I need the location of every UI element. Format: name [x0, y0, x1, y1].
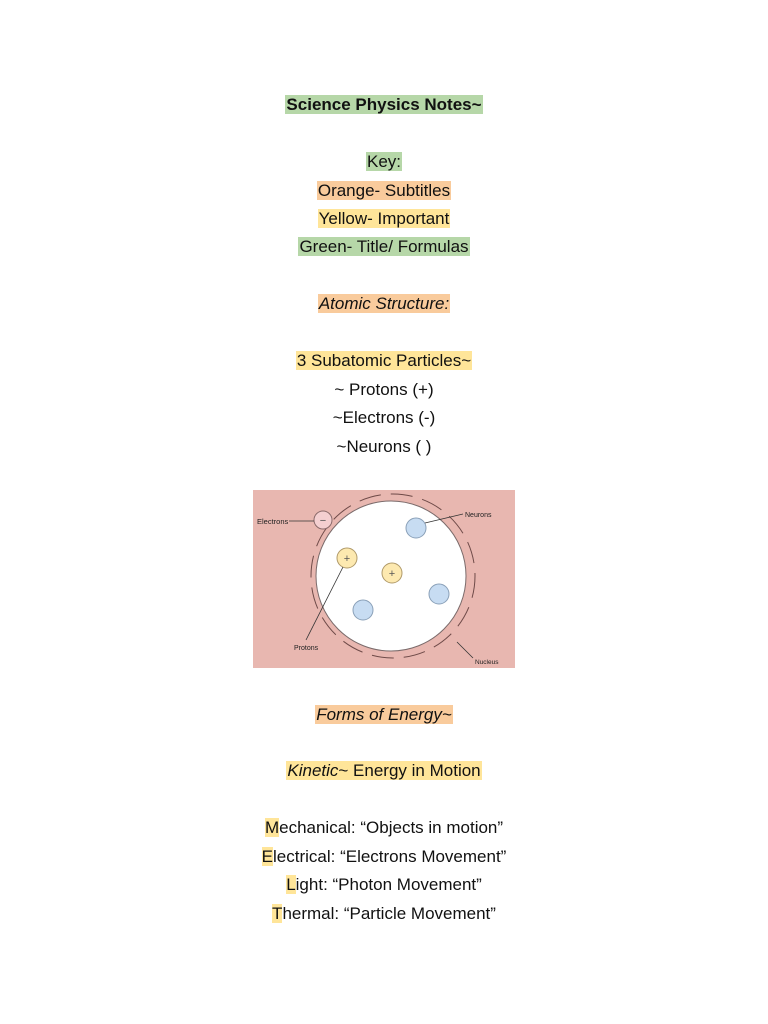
proton-plus-sign: +	[389, 568, 395, 580]
energy-heading-line: Forms of Energy~	[0, 703, 768, 727]
atomic-structure-heading: Atomic Structure:	[317, 294, 451, 313]
energy-form-text: echanical: “Objects in motion”	[279, 818, 504, 837]
subatomic-particles-heading: 3 Subatomic Particles~	[295, 351, 473, 370]
neutron-particle	[428, 583, 450, 605]
key-yellow-line: Yellow- Important	[0, 207, 768, 231]
nucleus-label: Nucleus	[475, 659, 499, 666]
particle-neurons: ~Neurons ( )	[336, 437, 432, 456]
forms-of-energy-heading: Forms of Energy~	[315, 705, 453, 724]
key-heading: Key:	[365, 152, 403, 171]
particle-item: ~ Protons (+)	[0, 378, 768, 402]
protons-label: Protons	[294, 645, 319, 652]
neutron-particle	[405, 517, 427, 539]
key-yellow: Yellow- Important	[317, 209, 451, 228]
proton-particle	[336, 547, 358, 569]
kinetic-line: Kinetic~ Energy in Motion	[0, 759, 768, 783]
neurons-leader-line	[424, 513, 464, 524]
neutron-particle	[352, 599, 374, 621]
energy-form-text: ight: “Photon Movement”	[295, 875, 482, 894]
kinetic-rest: ~ Energy in Motion	[338, 761, 481, 780]
energy-form-initial: E	[261, 847, 273, 866]
particle-electrons: ~Electrons (-)	[332, 408, 436, 427]
neurons-label: Neurons	[465, 512, 492, 519]
proton-plus-sign: +	[344, 553, 350, 565]
nucleus-leader-line	[456, 641, 474, 659]
key-green: Green- Title/ Formulas	[298, 237, 470, 256]
energy-form-text: lectrical: “Electrons Movement”	[273, 847, 507, 866]
energy-form-line: Light: “Photon Movement”	[0, 873, 768, 897]
particle-item: ~Electrons (-)	[0, 406, 768, 430]
electrons-label: Electrons	[257, 517, 289, 526]
proton-particle	[381, 562, 403, 584]
key-orange-line: Orange- Subtitles	[0, 179, 768, 203]
electron-particle	[313, 510, 333, 530]
energy-form-line: Thermal: “Particle Movement”	[0, 902, 768, 926]
energy-form-initial: M	[264, 818, 280, 837]
electron-minus-sign: −	[320, 515, 326, 527]
particles-heading-line: 3 Subatomic Particles~	[0, 349, 768, 373]
particle-protons: ~ Protons (+)	[334, 380, 434, 399]
page-title-line: Science Physics Notes~	[0, 93, 768, 117]
energy-form-line: Mechanical: “Objects in motion”	[0, 816, 768, 840]
key-green-line: Green- Title/ Formulas	[0, 235, 768, 259]
particle-item: ~Neurons ( )	[0, 435, 768, 459]
energy-form-initial: L	[286, 875, 296, 894]
protons-leader-line	[305, 566, 344, 641]
energy-form-text: hermal: “Particle Movement”	[282, 904, 496, 923]
key-heading-line: Key:	[0, 150, 768, 174]
kinetic-word: Kinetic	[287, 761, 339, 780]
energy-form-line: Electrical: “Electrons Movement”	[0, 845, 768, 869]
atom-diagram: + + − Electrons Neurons Protons Nucleus	[253, 490, 515, 668]
electron-orbit	[310, 493, 476, 659]
atomic-heading-line: Atomic Structure:	[0, 292, 768, 316]
key-orange: Orange- Subtitles	[316, 181, 452, 200]
kinetic-definition: Kinetic~ Energy in Motion	[286, 761, 482, 780]
page-title: Science Physics Notes~	[285, 95, 483, 114]
energy-form-initial: T	[272, 904, 283, 923]
